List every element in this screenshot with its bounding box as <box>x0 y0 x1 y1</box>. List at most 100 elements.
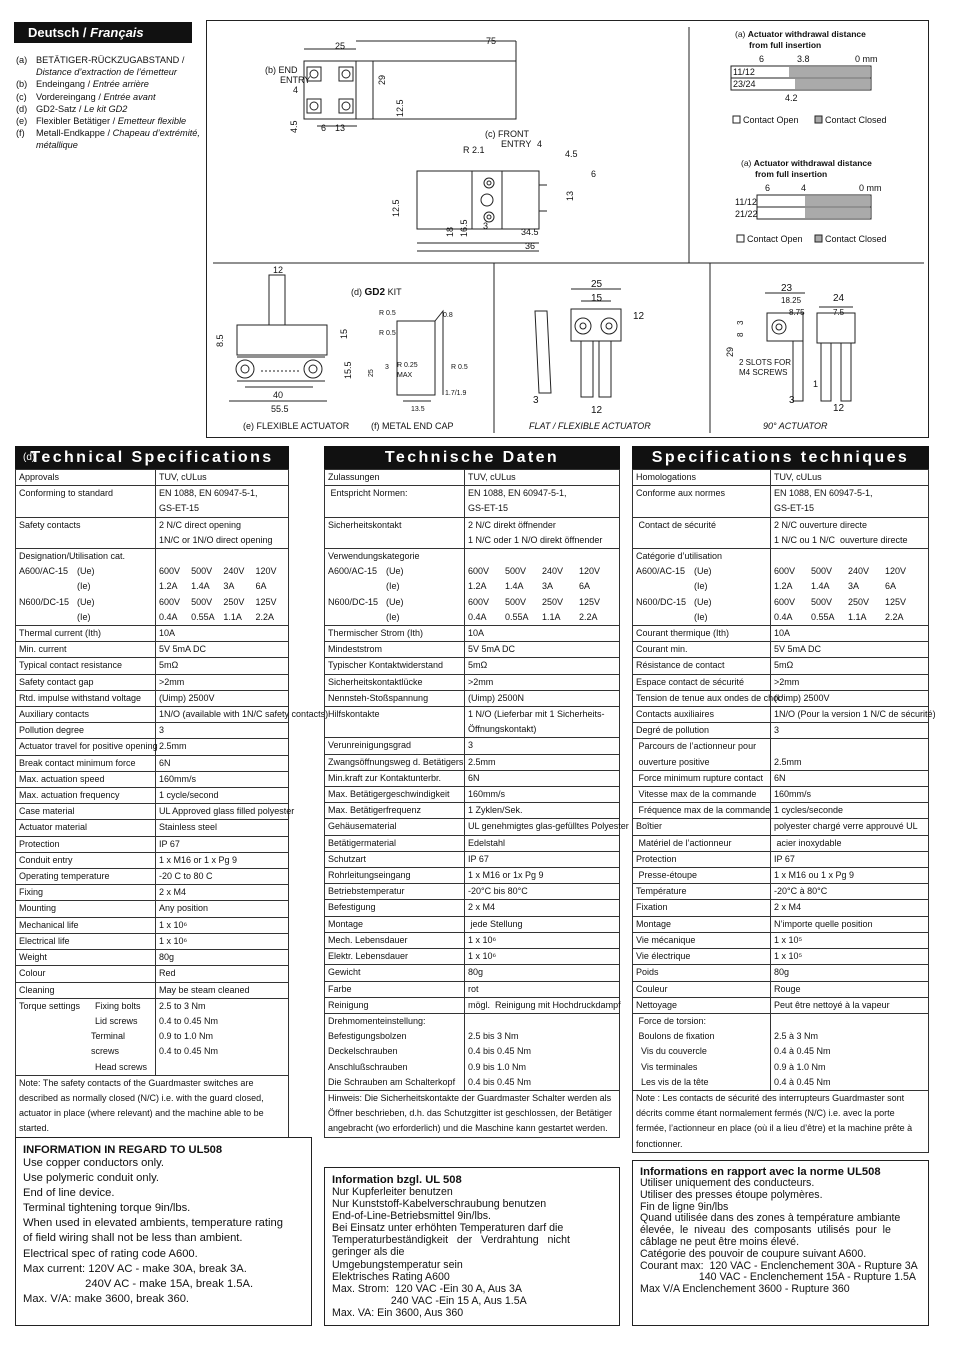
spec-value: 2 x M4 <box>155 884 289 902</box>
util-value: 600V <box>774 596 796 607</box>
spec-value: -20°C à 80°C <box>770 883 929 901</box>
technical-drawing: 25 75 29 12.5 4 4.5 6 13 (b) END ENTRY (… <box>213 27 924 433</box>
util-value: 0.55A <box>505 611 529 622</box>
ul508-line: Max. Strom: 120 VAC -Ein 30 A, Aus 3A <box>332 1282 522 1295</box>
legend-key: (c) <box>16 91 27 102</box>
spec-row: Espace contact de sécurité>2mm <box>632 673 929 691</box>
flex-dim-15: 15 <box>339 329 349 339</box>
dim-6b: 6 <box>591 169 596 179</box>
flex-dim-12: 12 <box>273 265 283 275</box>
spec-value: 1 x M16 or 1 x Pg 9 <box>155 851 289 870</box>
dim-25: 25 <box>335 41 345 51</box>
spec-value: EN 1088, EN 60947-5-1, GS-ET-15 <box>464 485 620 518</box>
spec-value: IP 67 <box>155 835 289 853</box>
ninety-dim-3b: 3 <box>789 395 795 406</box>
util-unit: (Ue) <box>386 596 404 607</box>
spec-label: Pollution degree <box>15 722 156 740</box>
spec-label: Vie électrique <box>632 948 771 966</box>
spec-value: rot <box>464 980 620 998</box>
util-value: 0.4A <box>159 611 178 622</box>
spec-label: Fixation <box>632 899 771 917</box>
torque-label: Drehmomenteinstellung:Befestigungsbolzen… <box>324 1012 465 1091</box>
spec-value: EN 1088, EN 60947-5-1, GS-ET-15 <box>155 485 289 518</box>
util-value: 0.4A <box>468 611 487 622</box>
util-spacer <box>159 549 285 564</box>
ninety-dim-7-5: 7.5 <box>833 308 845 317</box>
ul508-lines-fr: Utiliser uniquement des conducteurs.Util… <box>640 1177 921 1296</box>
legend-item: (d)GD2-Satz / Le kit GD2 <box>16 103 206 115</box>
torque-value: 0.9 bis 1.0 Nm <box>468 1061 527 1072</box>
spec-value: EN 1088, EN 60947-5-1, GS-ET-15 <box>770 485 929 518</box>
ul508-title-de: Information bzgl. UL 508 <box>332 1174 462 1186</box>
spec-label: Courant thermique (Ith) <box>632 625 771 643</box>
ul508-info-de: Information bzgl. UL 508 Nur Kupferleite… <box>324 1167 620 1326</box>
torque-line: Lid screws <box>19 1014 152 1029</box>
legend-key: (d) <box>16 103 28 114</box>
spec-value: 1 x 10⁶ <box>155 916 289 934</box>
spec-value: Stainless steel <box>155 819 289 837</box>
withdrawal1-legend-closed: Contact Closed <box>825 115 887 125</box>
legend-fr: Entrée arrière <box>92 79 149 90</box>
util-label-line: (Ie) <box>328 579 461 594</box>
spec-label: Homologations <box>632 468 771 487</box>
torque-value: 0.4 bis 0.45 Nm <box>468 1076 532 1087</box>
spec-value: IP 67 <box>770 850 929 869</box>
spec-label: Sicherheitskontaktlücke <box>324 673 465 691</box>
ul508-line: Bei Einsatz unter erhöhten Temperaturen … <box>332 1222 564 1235</box>
spec-value: 80g <box>770 964 929 982</box>
spec-value: TUV, cULus <box>770 468 929 487</box>
torque-heading: Drehmomenteinstellung: <box>328 1015 426 1026</box>
spec-label: Thermal current (Ith) <box>15 625 156 643</box>
spec-label: Mech. Lebensdauer <box>324 931 465 950</box>
spec-value: jede Stellung <box>464 915 620 933</box>
ninety-dim-8-75: 8.75 <box>789 308 805 317</box>
withdrawal1-row-1112: 11/12 <box>733 67 755 77</box>
legend-item: (c)Vordereingang / Entrée avant <box>16 91 206 103</box>
spec-label: Contact de sécurité <box>632 516 771 550</box>
ninety-dim-23: 23 <box>781 283 793 294</box>
spec-value: (Uimp) 2500V <box>155 689 289 708</box>
flex-dim-15-5: 15.5 <box>343 361 353 379</box>
spec-label: Montage <box>632 915 771 933</box>
legend-de: Vordereingang / <box>36 91 101 102</box>
end-entry-line2: ENTRY <box>280 75 310 85</box>
spec-label: Montage <box>324 915 465 933</box>
torque-item: Vis du couvercle <box>636 1046 707 1057</box>
ul508-line: Umgebungstemperatur sein <box>332 1258 463 1271</box>
spec-label: Min. current <box>15 641 156 659</box>
util-value: 500V <box>505 596 527 607</box>
ul508-info-fr: Informations en rapport avec la norme UL… <box>632 1160 929 1326</box>
ul508-line: Courant max: 120 VAC - Enclenchement 30A… <box>640 1259 918 1272</box>
legend-title-de: Deutsch <box>28 25 80 40</box>
cap-dim-1-7: 1.7/1.9 <box>445 390 467 397</box>
ul508-line: Nur Kupferleiter benutzen <box>332 1186 453 1198</box>
withdrawal2-row-2122: 21/22 <box>735 209 758 219</box>
dim-4b: 4 <box>537 139 542 149</box>
spec-label: Mechanical life <box>15 916 156 934</box>
legend-value: Endeingang / Entrée arrière <box>36 78 149 90</box>
spec-value: 5V 5mA DC <box>770 641 929 659</box>
dim-34-5: 34.5 <box>521 227 539 237</box>
util-heading: Verwendungskategorie <box>328 551 420 562</box>
spec-value: acier inoxydable <box>770 834 929 852</box>
util-unit: (Ue) <box>694 596 712 607</box>
spec-label: Mounting <box>15 900 156 918</box>
flat-dim-25: 25 <box>591 279 603 290</box>
spec-label: Nennsteh-Stoßspannung <box>324 689 465 708</box>
